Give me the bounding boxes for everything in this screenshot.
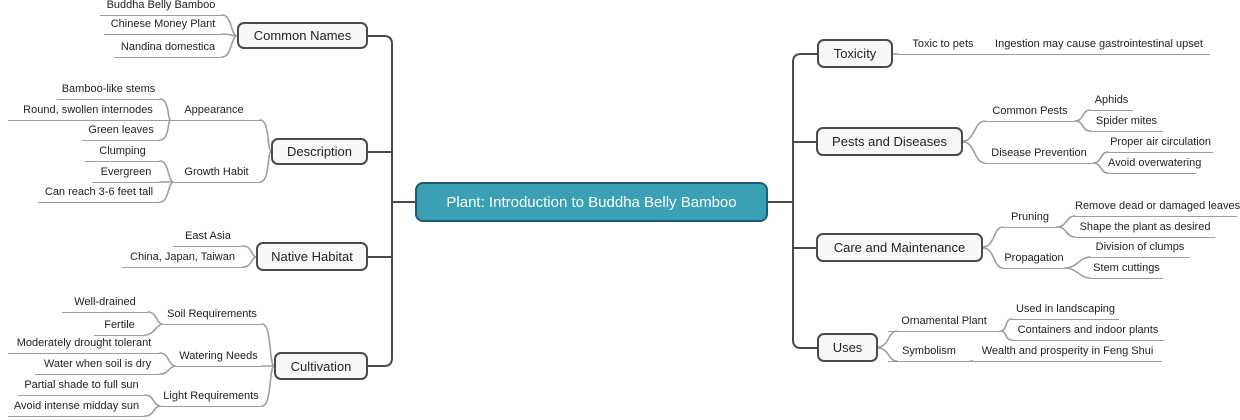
node-stem-cuttings[interactable]: Stem cuttings (1090, 262, 1163, 279)
node-division-of-clumps[interactable]: Division of clumps (1090, 241, 1190, 258)
node-aphids[interactable]: Aphids (1090, 94, 1133, 111)
uses-connectors (877, 318, 1013, 362)
node-pruning[interactable]: Pruning (1003, 211, 1057, 228)
node-clumping[interactable]: Clumping (85, 145, 160, 162)
node-spider-mites[interactable]: Spider mites (1090, 115, 1163, 132)
topic-toxicity[interactable]: Toxicity (817, 39, 893, 68)
node-light-requirements[interactable]: Light Requirements (160, 390, 262, 407)
common-names-connectors (221, 14, 238, 58)
node-containers-and-indoor-plants[interactable]: Containers and indoor plants (1012, 324, 1164, 341)
node-green-leaves[interactable]: Green leaves (82, 124, 160, 141)
node-proper-air-circulation[interactable]: Proper air circulation (1108, 136, 1213, 153)
node-avoid-overwatering[interactable]: Avoid overwatering (1108, 157, 1201, 174)
node-wealth-and-prosperity-in-feng-shui[interactable]: Wealth and prosperity in Feng Shui (973, 345, 1162, 362)
node-used-in-landscaping[interactable]: Used in landscaping (1012, 303, 1119, 320)
node-fertile[interactable]: Fertile (94, 319, 145, 336)
node-chinese-money-plant[interactable]: Chinese Money Plant (104, 18, 222, 35)
node-china-japan-taiwan[interactable]: China, Japan, Taiwan (122, 251, 243, 268)
pests-connectors (962, 109, 1109, 174)
node-moderately-drought-tolerant[interactable]: Moderately drought tolerant (8, 337, 160, 354)
care-connectors (982, 215, 1091, 279)
topic-common-names[interactable]: Common Names (237, 22, 368, 49)
left-trunk-connector (367, 35, 416, 367)
node-round-swollen-internodes[interactable]: Round, swollen internodes (8, 104, 168, 121)
topic-care-and-maintenance[interactable]: Care and Maintenance (816, 233, 983, 262)
node-remove-dead-or-damaged-leaves[interactable]: Remove dead or damaged leaves (1075, 200, 1240, 217)
node-can-reach-3-6-feet-tall[interactable]: Can reach 3-6 feet tall (38, 186, 160, 203)
node-partial-shade-to-full-sun[interactable]: Partial shade to full sun (18, 379, 145, 396)
description-connectors (159, 98, 272, 203)
node-toxic-to-pets[interactable]: Toxic to pets (898, 38, 988, 55)
central-topic-node[interactable]: Plant: Introduction to Buddha Belly Bamb… (415, 182, 768, 222)
node-evergreen[interactable]: Evergreen (92, 166, 160, 183)
node-common-pests[interactable]: Common Pests (985, 105, 1075, 122)
node-soil-requirements[interactable]: Soil Requirements (162, 308, 262, 325)
node-propagation[interactable]: Propagation (1003, 252, 1065, 269)
native-habitat-connectors (242, 245, 257, 268)
node-buddha-belly-bamboo[interactable]: Buddha Belly Bamboo (100, 0, 222, 16)
node-ingestion-gastrointestinal-upset[interactable]: Ingestion may cause gastrointestinal ups… (988, 38, 1210, 55)
node-symbolism[interactable]: Symbolism (888, 345, 970, 362)
topic-uses[interactable]: Uses (817, 333, 878, 362)
node-east-asia[interactable]: East Asia (173, 230, 243, 247)
node-well-drained[interactable]: Well-drained (62, 296, 148, 313)
node-water-when-soil-is-dry[interactable]: Water when soil is dry (35, 358, 160, 375)
node-ornamental-plant[interactable]: Ornamental Plant (888, 315, 1000, 332)
node-growth-habit[interactable]: Growth Habit (173, 166, 260, 183)
node-nandina-domestica[interactable]: Nandina domestica (114, 41, 222, 58)
node-appearance[interactable]: Appearance (168, 104, 260, 121)
topic-pests-and-diseases[interactable]: Pests and Diseases (816, 127, 963, 156)
node-bamboo-like-stems[interactable]: Bamboo-like stems (57, 83, 160, 100)
node-disease-prevention[interactable]: Disease Prevention (985, 147, 1093, 164)
cultivation-connectors (144, 311, 275, 417)
topic-description[interactable]: Description (271, 138, 368, 165)
topic-native-habitat[interactable]: Native Habitat (256, 242, 368, 271)
right-trunk-connector (767, 53, 818, 349)
node-shape-the-plant-as-desired[interactable]: Shape the plant as desired (1075, 221, 1215, 238)
node-watering-needs[interactable]: Watering Needs (175, 350, 262, 367)
node-avoid-intense-midday-sun[interactable]: Avoid intense midday sun (8, 400, 145, 417)
topic-cultivation[interactable]: Cultivation (274, 352, 368, 380)
